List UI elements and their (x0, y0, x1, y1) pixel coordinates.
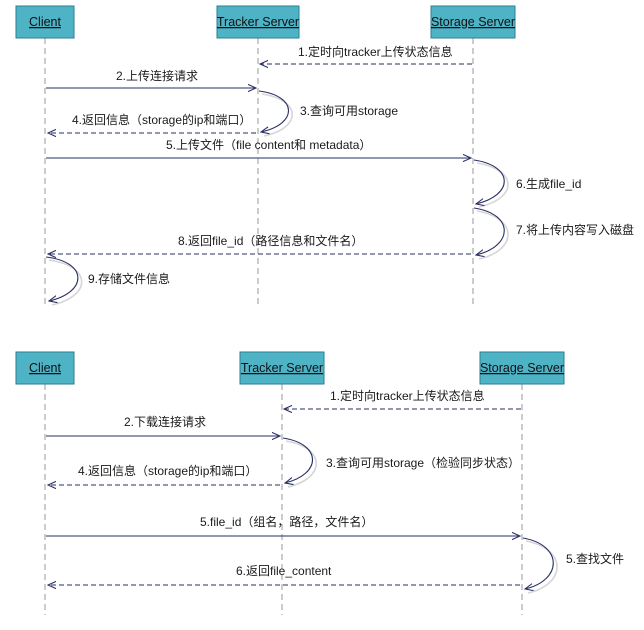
download-msg2-label: 2.下载连接请求 (124, 414, 206, 429)
download-msg5b-shadow (525, 540, 558, 594)
download-client-label: Client (29, 361, 61, 375)
upload-msg3-label: 3.查询可用storage (300, 104, 398, 118)
upload-msg6-shadow (476, 162, 509, 208)
upload-msg2-label: 2.上传连接请求 (116, 68, 198, 83)
upload-msg1-label: 1.定时向tracker上传状态信息 (298, 44, 453, 59)
download-msg3-label: 3.查询可用storage（检验同步状态） (326, 455, 520, 470)
download-msg1-label: 1.定时向tracker上传状态信息 (330, 388, 485, 403)
upload-msg7-label: 7.将上传内容写入磁盘 (516, 222, 634, 237)
download-msg3-shadow (285, 440, 317, 488)
download-msg5-label: 5.file_id（组名，路径，文件名） (200, 514, 373, 529)
download-msg4-label: 4.返回信息（storage的ip和端口） (78, 463, 257, 478)
download-msg6-label: 6.返回file_content (236, 564, 332, 578)
download-client-box: Client (15, 351, 75, 385)
upload-storage-box: Storage Server (430, 5, 516, 39)
upload-diagram: Client Tracker Server Storage Server 1.定… (15, 5, 634, 306)
download-tracker-label: Tracker Server (241, 361, 323, 375)
upload-tracker-label: Tracker Server (217, 15, 299, 29)
upload-msg9-shadow (48, 259, 83, 306)
download-msg3-arrow (282, 437, 313, 483)
upload-msg9-label: 9.存储文件信息 (88, 271, 170, 286)
download-storage-label: Storage Server (480, 361, 564, 375)
download-msg5b-arrow (522, 537, 554, 589)
upload-msg7-arrow (473, 207, 505, 255)
upload-storage-label: Storage Server (431, 15, 515, 29)
upload-client-label: Client (29, 15, 61, 29)
upload-msg6-label: 6.生成file_id (516, 177, 581, 191)
download-tracker-box: Tracker Server (239, 351, 325, 385)
upload-msg3-shadow (261, 93, 293, 137)
upload-msg7-shadow (476, 210, 509, 260)
upload-msg4-label: 4.返回信息（storage的ip和端口） (72, 112, 251, 127)
upload-tracker-box: Tracker Server (216, 5, 300, 39)
upload-msg3-arrow (258, 90, 289, 132)
upload-msg5-label: 5.上传文件（file content和 metadata） (166, 137, 371, 152)
download-msg5b-label: 5.查找文件 (566, 551, 624, 566)
upload-msg9-arrow (45, 256, 79, 301)
upload-msg6-arrow (473, 159, 505, 204)
download-diagram: Client Tracker Server Storage Server 1.定… (15, 351, 624, 615)
upload-msg8-label: 8.返回file_id（路径信息和文件名） (178, 233, 363, 248)
download-storage-box: Storage Server (479, 351, 565, 385)
upload-client-box: Client (15, 5, 75, 39)
